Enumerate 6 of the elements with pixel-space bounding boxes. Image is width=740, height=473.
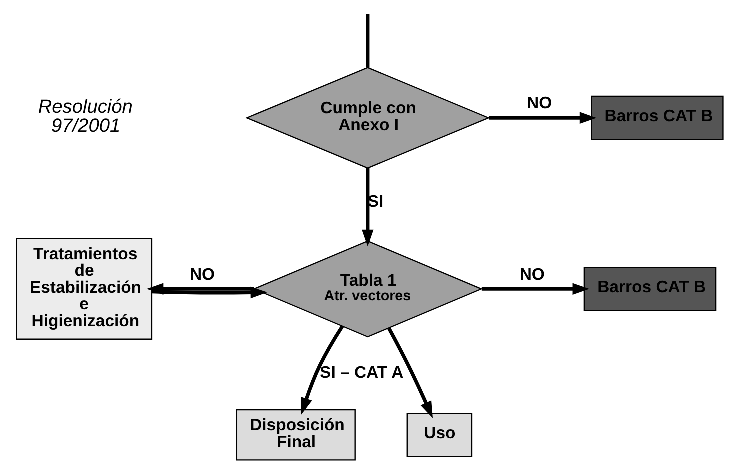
edge-label: SI – CAT A (320, 362, 404, 382)
edge-label: NO (520, 264, 545, 284)
label: Resolución 97/2001 (38, 97, 133, 138)
edge-label: NO (190, 264, 216, 284)
edge-label: SI (368, 192, 384, 211)
edge-label: NO (527, 94, 552, 113)
